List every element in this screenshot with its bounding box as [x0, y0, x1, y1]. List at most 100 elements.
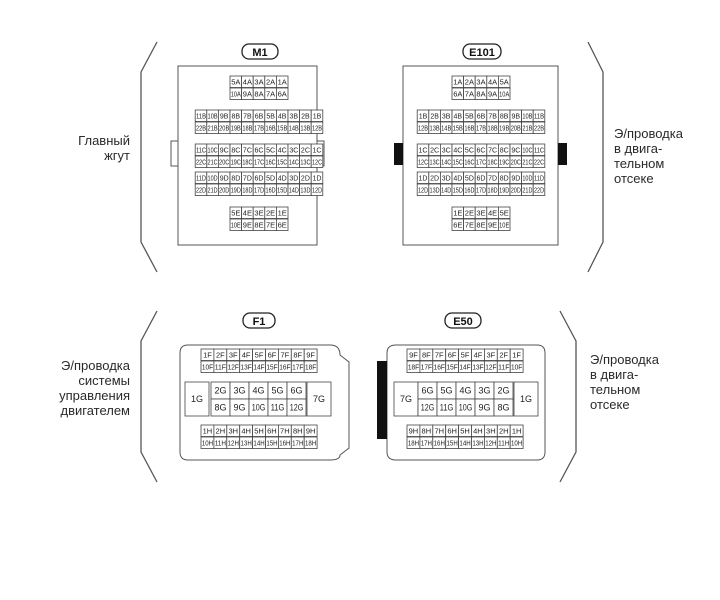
pin-label: 9H [306, 426, 316, 435]
pin-label: 3F [486, 350, 495, 359]
pin-label: 3H [228, 426, 238, 435]
pin-label: 1B [313, 113, 322, 120]
pin-label: 18D [242, 187, 252, 194]
pin-label: 17C [254, 159, 264, 166]
pin-label: 10D [522, 175, 532, 182]
pin-label: 14D [441, 187, 451, 194]
pin-label: 15F [447, 362, 459, 371]
pin-label: 16H [279, 438, 290, 447]
pin-cell [303, 348, 318, 361]
pin-label: 21C [208, 159, 218, 166]
pin-label: 2G [497, 386, 509, 396]
pin-label: 9A [243, 89, 252, 98]
connector-f1-housing [179, 344, 350, 461]
connector-e101-left-latch [394, 143, 403, 165]
connector-f1-title-pill [242, 312, 276, 329]
pin-label: 11D [534, 175, 544, 182]
pin-label: 5B [266, 113, 275, 120]
pin-label: 14B [289, 125, 299, 132]
pin-cell [497, 87, 511, 100]
pin-label: 4G [252, 386, 264, 396]
bracket-right-top [587, 41, 604, 273]
pin-label: 10H [511, 438, 522, 447]
pin-label: 20D [511, 187, 521, 194]
pin-label: 14H [253, 438, 264, 447]
pin-label: 11B [534, 113, 544, 120]
pin-label: 16H [434, 438, 445, 447]
pin-label: 5C [266, 147, 275, 154]
pin-label: 6E [453, 220, 462, 229]
pin-label: 8B [232, 113, 241, 120]
pin-label: 1H [512, 426, 522, 435]
pin-label: 1D [313, 175, 322, 182]
pin-label: 4C [278, 147, 287, 154]
bracket-left-top [140, 41, 158, 273]
pin-label: 13B [430, 125, 440, 132]
connector-e50-left-latch [377, 361, 387, 439]
pin-label: 9B [512, 113, 521, 120]
pin-label: 5G [440, 386, 452, 396]
pin-label: 8C [231, 147, 240, 154]
pin-cell [286, 398, 307, 417]
label-engine-room-harness-bottom: Э/проводка в двига- тельном отсеке [590, 352, 659, 412]
pin-cell [275, 218, 289, 231]
pin-label: 4D [453, 175, 462, 182]
pin-label: 5C [465, 147, 474, 154]
pin-label: 13D [300, 187, 310, 194]
pin-cell [275, 87, 289, 100]
pin-label: 7D [488, 175, 497, 182]
pin-label: 11B [196, 113, 206, 120]
pin-label: 1B [419, 113, 428, 120]
pin-label: 1C [313, 147, 322, 154]
pin-label: 10A [231, 89, 241, 98]
connector-e50-title: E50 [453, 316, 473, 328]
pin-label: 16D [464, 187, 474, 194]
pin-label: 1G [191, 394, 203, 404]
pin-label: 16C [464, 159, 474, 166]
pin-label: 17B [476, 125, 486, 132]
pin-label: 8G [214, 403, 226, 413]
pin-label: 9E [488, 220, 497, 229]
pin-label: 3G [478, 386, 490, 396]
pin-cell [303, 436, 318, 449]
pin-label: 12C [312, 159, 322, 166]
pin-label: 20C [219, 159, 229, 166]
pin-label: 3C [289, 147, 298, 154]
pin-label: 17D [476, 187, 486, 194]
pin-label: 12G [290, 403, 304, 413]
pin-label: 7C [243, 147, 252, 154]
pin-label: 4B [454, 113, 463, 120]
pin-label: 6G [290, 386, 302, 396]
pin-label: 19B [231, 125, 241, 132]
pin-label: 18H [408, 438, 419, 447]
pin-label: 10F [202, 362, 214, 371]
connector-e101-right-latch [558, 143, 567, 165]
pin-label: 5A [231, 77, 240, 86]
connector-m1-left-tab [170, 140, 179, 167]
pin-label: 16F [279, 362, 291, 371]
pin-label: 8A [254, 89, 263, 98]
connector-e50-title-pill [444, 312, 482, 329]
pin-label: 18F [408, 362, 420, 371]
pin-label: 21C [522, 159, 532, 166]
pin-label: 5A [500, 77, 509, 86]
pin-label: 4G [459, 386, 471, 396]
pin-label: 12C [418, 159, 428, 166]
pin-label: 18C [488, 159, 498, 166]
pin-label: 20D [219, 187, 229, 194]
connector-f1: F1 [179, 312, 350, 461]
pin-label: 11H [215, 438, 226, 447]
pin-label: 9B [220, 113, 229, 120]
pin-label: 9A [488, 89, 497, 98]
pin-label: 5D [465, 175, 474, 182]
pin-label: 19C [231, 159, 241, 166]
pin-label: 11F [498, 362, 510, 371]
pin-label: 2C [301, 147, 310, 154]
pin-label: 6B [255, 113, 264, 120]
pin-label: 15C [277, 159, 287, 166]
pin-cell [513, 381, 539, 417]
pin-label: 4H [241, 426, 251, 435]
pin-label: 5B [465, 113, 474, 120]
pin-label: 2B [301, 113, 310, 120]
